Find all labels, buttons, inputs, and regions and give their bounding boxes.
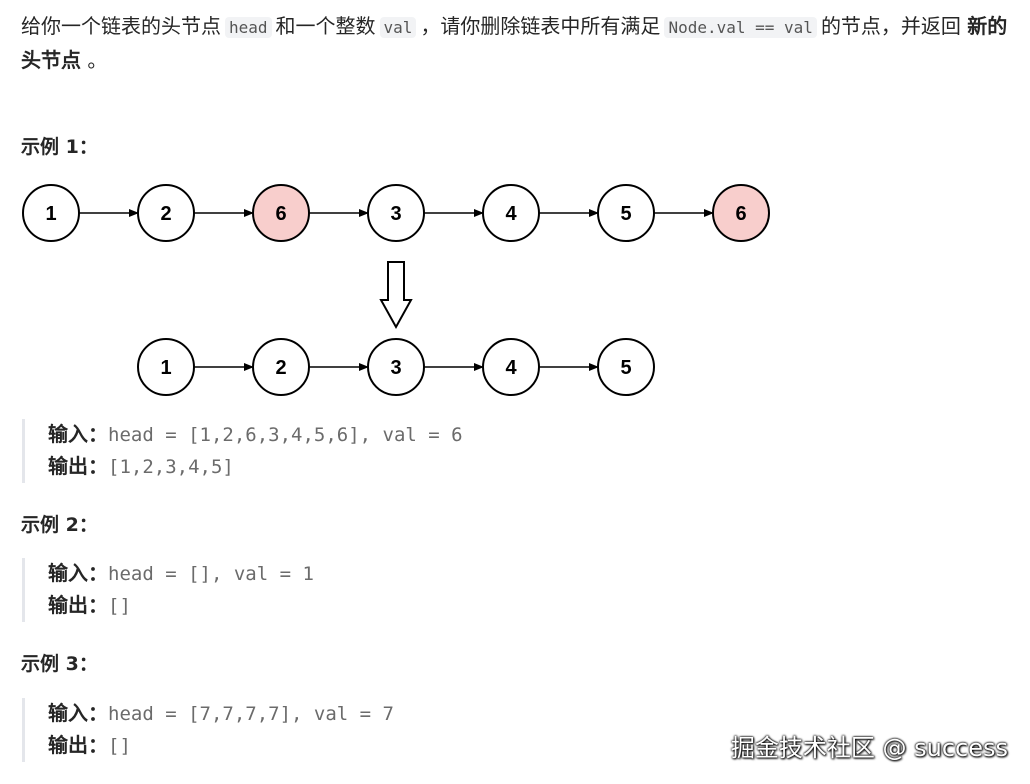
before-node-label-6: 6 (735, 203, 746, 225)
example-1-output-value: [1,2,3,4,5] (108, 456, 234, 478)
after-node-0 (137, 338, 195, 396)
desc-bold-new-head: 新的头节点 (21, 14, 1008, 72)
before-node-5 (597, 184, 655, 242)
example-3-heading: 示例 3： (21, 653, 98, 675)
before-node-1 (137, 184, 195, 242)
example-2-input-label: 输入： (48, 561, 108, 585)
before-node-label-1: 2 (160, 203, 171, 225)
down-arrow-icon (379, 261, 413, 330)
after-node-2 (367, 338, 425, 396)
before-list: 1 2 6 3 4 5 6 (22, 184, 770, 242)
example-2-heading: 示例 2： (21, 514, 98, 536)
example-3-input-label: 输入： (48, 701, 108, 725)
after-node-label-1: 2 (275, 357, 286, 379)
example-3-output-label: 输出： (48, 733, 108, 757)
before-node-label-3: 3 (390, 203, 401, 225)
before-node-2 (252, 184, 310, 242)
example-3-input-value: head = [7,7,7,7], val = 7 (108, 703, 394, 725)
desc-text-3: ，请你删除链表中所有满足 (420, 14, 661, 38)
desc-text-2: 和一个整数 (275, 14, 376, 38)
before-node-3 (367, 184, 425, 242)
code-condition: Node.val == val (664, 17, 817, 38)
example-2-block: 输入：head = [], val = 1 输出：[] (22, 558, 314, 622)
before-node-label-0: 1 (45, 203, 56, 225)
linked-list-diagram: 1 2 6 3 4 5 6 1 2 3 4 5 (22, 184, 770, 396)
before-node-6 (712, 184, 770, 242)
example-1-input-label: 输入： (48, 422, 108, 446)
desc-text-5: 。 (87, 48, 108, 72)
example-1-input-value: head = [1,2,6,3,4,5,6], val = 6 (108, 424, 463, 446)
before-node-label-2: 6 (275, 203, 286, 225)
after-node-3 (482, 338, 540, 396)
before-node-label-4: 4 (505, 203, 517, 225)
watermark: 掘金技术社区 @ success (730, 734, 1008, 762)
before-node-label-5: 5 (620, 203, 631, 225)
desc-text-1: 给你一个链表的头节点 (21, 14, 221, 38)
before-node-0 (22, 184, 80, 242)
example-1-output-label: 输出： (48, 454, 108, 478)
example-2-output-value: [] (108, 595, 131, 617)
before-node-4 (482, 184, 540, 242)
example-1-heading: 示例 1： (21, 136, 98, 158)
example-2-input-value: head = [], val = 1 (108, 563, 314, 585)
example-3-output-value: [] (108, 735, 131, 757)
code-val: val (379, 17, 417, 38)
after-node-1 (252, 338, 310, 396)
after-node-label-0: 1 (160, 357, 171, 379)
after-node-label-2: 3 (390, 357, 401, 379)
example-2-output-label: 输出： (48, 593, 108, 617)
desc-text-4: 的节点，并返回 (820, 14, 961, 38)
code-head: head (225, 17, 272, 38)
example-1-block: 输入：head = [1,2,6,3,4,5,6], val = 6 输出：[1… (22, 419, 463, 483)
after-node-label-3: 4 (505, 357, 517, 379)
after-list: 1 2 3 4 5 (137, 338, 655, 396)
after-node-4 (597, 338, 655, 396)
example-3-block: 输入：head = [7,7,7,7], val = 7 输出：[] (22, 698, 394, 762)
after-node-label-4: 5 (620, 357, 631, 379)
